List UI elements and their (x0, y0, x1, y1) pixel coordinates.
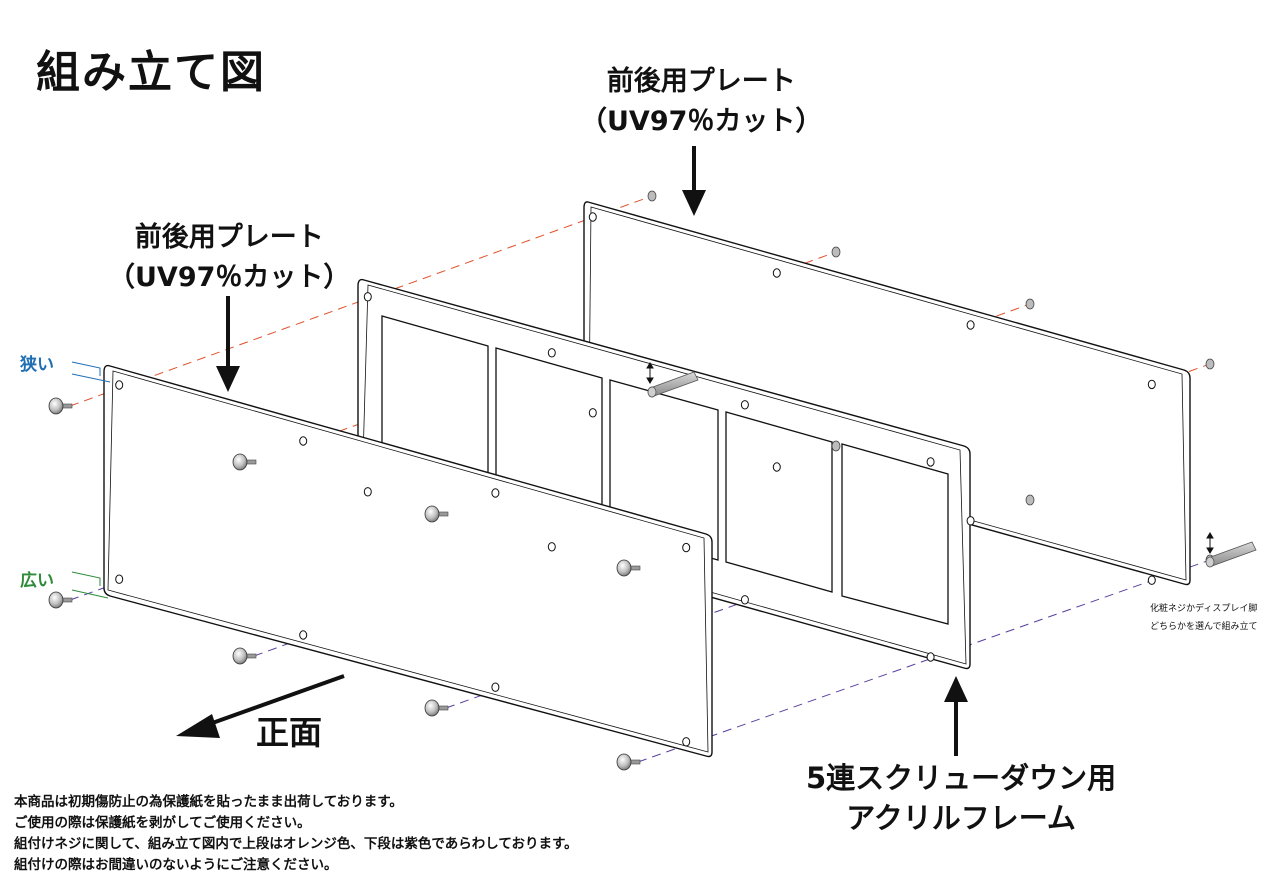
plate-hole (1147, 379, 1156, 390)
back-screw-cap (831, 440, 841, 452)
decorative-screw (616, 559, 641, 577)
plate-hole (740, 595, 749, 605)
wide-gap-indicator (71, 571, 109, 599)
display-leg-lower (1205, 541, 1257, 568)
back-plate-pointer-arrow (682, 146, 706, 216)
narrow-gap-indicator (71, 361, 111, 383)
plate-hole (682, 542, 691, 553)
front-plate-label: 前後用プレート （UV97％カット） (108, 218, 350, 298)
assembly-notes: 本商品は初期傷防止の為保護紙を貼ったまま出荷しております。 ご使用の際は保護紙を… (14, 792, 578, 876)
plate-hole (772, 462, 781, 472)
plate-hole (547, 348, 556, 358)
plate-hole (926, 652, 935, 662)
page-title: 組み立て図 (36, 47, 266, 98)
plate-hole (1147, 575, 1156, 585)
plate-hole (966, 320, 975, 330)
frame-window-4 (725, 411, 833, 593)
frame-label-line2: アクリルフレーム (846, 801, 1076, 835)
plate-hole (588, 212, 597, 222)
plate-hole (299, 436, 308, 446)
decorative-screw (616, 753, 641, 771)
decorative-screw (232, 453, 257, 471)
note-line: 組付けネジに関して、組み立て図内で上段はオレンジ色、下段は紫色であらわしておりま… (14, 836, 578, 852)
screw-or-leg-note: 化粧ネジかディスプレイ脚 どちらかを選んで組み立て (1150, 600, 1258, 636)
plate-hole (926, 457, 935, 467)
screw-note-line1: 化粧ネジかディスプレイ脚 (1150, 604, 1258, 614)
plate-hole (547, 542, 556, 552)
decorative-screw (232, 647, 257, 665)
decorative-screw (424, 699, 449, 717)
back-screw-cap (1025, 494, 1035, 506)
front-plate-pointer-arrow (216, 296, 240, 392)
decorative-screw (48, 591, 73, 609)
upper-guide-line (69, 195, 653, 407)
wide-gap-label: 広い (20, 571, 54, 591)
frame-window-5 (841, 443, 949, 625)
lower-guide-line (637, 559, 1211, 763)
front-direction-arrow (176, 674, 345, 738)
back-screw-cap (1025, 298, 1035, 310)
decorative-screw (48, 397, 73, 415)
display-leg-upper (647, 371, 699, 398)
plate-hole (682, 737, 691, 747)
frame-pointer-arrow (944, 676, 968, 756)
plate-hole (115, 380, 124, 390)
frame-label: 5連スクリューダウン用 アクリルフレーム (806, 758, 1116, 838)
decorative-screw (424, 505, 449, 523)
plate-hole (772, 268, 781, 278)
back-screw-cap (647, 190, 657, 202)
screw-note-line2: どちらかを選んで組み立て (1150, 622, 1258, 632)
leg-spacing-arrows (646, 362, 1214, 554)
plate-hole (363, 487, 372, 497)
plate-hole (491, 488, 500, 498)
frame-label-line1: 5連スクリューダウン用 (806, 761, 1117, 795)
plate-hole (363, 292, 372, 302)
plate-hole (491, 682, 500, 692)
plate-hole (966, 516, 975, 526)
front-plate-label-line1: 前後用プレート (134, 222, 324, 253)
back-plate-label-line1: 前後用プレート (606, 66, 796, 97)
back-screw-cap (1205, 358, 1215, 370)
note-line: 組付けの際はお間違いのないようにご注意ください。 (14, 857, 338, 873)
plate-hole (115, 574, 124, 584)
plate-hole (588, 408, 597, 418)
plate-hole (740, 400, 749, 410)
narrow-gap-label: 狭い (20, 355, 54, 375)
note-line: ご使用の際は保護紙を剥がしてご使用ください。 (14, 815, 311, 831)
plate-hole (299, 630, 308, 640)
front-direction-label: 正面 (256, 713, 322, 752)
mounting-holes (115, 212, 1156, 747)
back-plate-label: 前後用プレート （UV97％カット） (580, 62, 822, 142)
back-plate-label-line2: （UV97％カット） (580, 106, 823, 137)
front-plate-label-line2: （UV97％カット） (108, 262, 351, 293)
back-screw-cap (831, 246, 841, 258)
note-line: 本商品は初期傷防止の為保護紙を貼ったまま出荷しております。 (14, 794, 403, 810)
